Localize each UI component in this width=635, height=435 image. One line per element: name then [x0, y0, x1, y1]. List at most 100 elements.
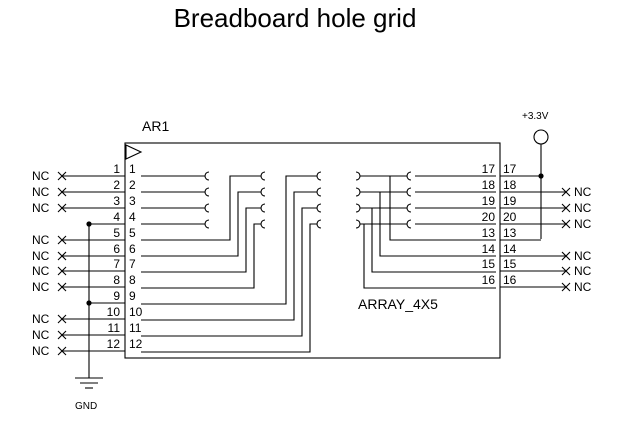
nc-label: NC: [574, 217, 592, 231]
pin-number-outer: 6: [113, 242, 120, 256]
pin-number-inner: 9: [129, 289, 136, 303]
internal-wire: [204, 203, 210, 213]
pin-number-outer: 1: [113, 162, 120, 176]
junction-dot: [86, 300, 92, 306]
pin-number-inner: 2: [129, 178, 136, 192]
nc-label: NC: [32, 328, 50, 342]
internal-wire: [141, 175, 317, 305]
pin-number-inner: 20: [482, 210, 496, 224]
internal-wire: [355, 219, 361, 229]
internal-wire: [406, 171, 412, 181]
internal-wire: [406, 203, 412, 213]
internal-wire: [355, 187, 361, 197]
nc-x-icon: [57, 251, 67, 261]
pin-number-outer: 9: [113, 289, 120, 303]
pin-number-outer: 19: [503, 194, 517, 208]
pin-number-outer: 7: [113, 257, 120, 271]
pin-number-inner: 18: [482, 178, 496, 192]
internal-wire: [360, 223, 496, 289]
internal-wiring: [141, 171, 496, 353]
nc-label: NC: [32, 344, 50, 358]
pin-number-outer: 20: [503, 210, 517, 224]
pin-number-outer: 15: [503, 257, 517, 271]
nc-label: NC: [32, 280, 50, 294]
internal-wire: [260, 187, 266, 197]
internal-wire: [141, 191, 317, 321]
internal-wire: [316, 203, 322, 213]
internal-wire: [316, 187, 322, 197]
pin-number-inner: 1: [129, 162, 136, 176]
component-value: ARRAY_4X5: [358, 296, 438, 312]
nc-x-icon: [561, 266, 571, 276]
nc-label: NC: [32, 264, 50, 278]
pin-number-outer: 16: [503, 273, 517, 287]
internal-wire: [360, 175, 496, 241]
nc-x-icon: [57, 171, 67, 181]
power-label: +3.3V: [522, 111, 549, 122]
pin-number-inner: 14: [482, 242, 496, 256]
pin-number-outer: 17: [503, 162, 517, 176]
pin-number-inner: 19: [482, 194, 496, 208]
nc-x-icon: [57, 266, 67, 276]
internal-wire: [316, 219, 322, 229]
internal-wire: [360, 191, 496, 257]
nc-x-icon: [57, 203, 67, 213]
pin-number-outer: 12: [107, 337, 121, 351]
nc-label: NC: [32, 185, 50, 199]
nc-label: NC: [32, 169, 50, 183]
nc-label: NC: [574, 201, 592, 215]
ground-label: GND: [75, 401, 97, 412]
nc-label: NC: [574, 249, 592, 263]
nc-x-icon: [57, 282, 67, 292]
nc-x-icon: [57, 187, 67, 197]
junction-dot: [86, 221, 92, 227]
internal-wire: [141, 207, 317, 337]
pin-number-inner: 5: [129, 226, 136, 240]
internal-wire: [141, 223, 317, 353]
pin-number-outer: 18: [503, 178, 517, 192]
internal-wire: [141, 175, 261, 241]
nc-label: NC: [32, 201, 50, 215]
nc-label: NC: [574, 264, 592, 278]
component-body: [124, 142, 501, 359]
pin-number-outer: 5: [113, 226, 120, 240]
internal-wire: [260, 203, 266, 213]
pin-number-outer: 2: [113, 178, 120, 192]
power-circle-icon: [533, 129, 549, 145]
page-title: Breadboard hole grid: [173, 3, 417, 33]
nc-x-icon: [57, 346, 67, 356]
pin-number-inner: 11: [129, 321, 142, 335]
pin-number-inner: 17: [482, 162, 496, 176]
internal-wire: [406, 187, 412, 197]
nc-x-icon: [57, 314, 67, 324]
nc-x-icon: [561, 203, 571, 213]
pin-number-outer: 8: [113, 273, 120, 287]
pin1-indicator: [125, 144, 143, 160]
nc-label: NC: [574, 185, 592, 199]
pin-number-inner: 13: [482, 226, 496, 240]
internal-wire: [141, 223, 261, 289]
pin-number-inner: 7: [129, 257, 136, 271]
internal-wire: [406, 219, 412, 229]
internal-wire: [260, 171, 266, 181]
pin-number-outer: 11: [108, 321, 121, 335]
internal-wire: [204, 171, 210, 181]
nc-label: NC: [32, 312, 50, 326]
internal-wire: [204, 219, 210, 229]
internal-wire: [141, 191, 261, 257]
